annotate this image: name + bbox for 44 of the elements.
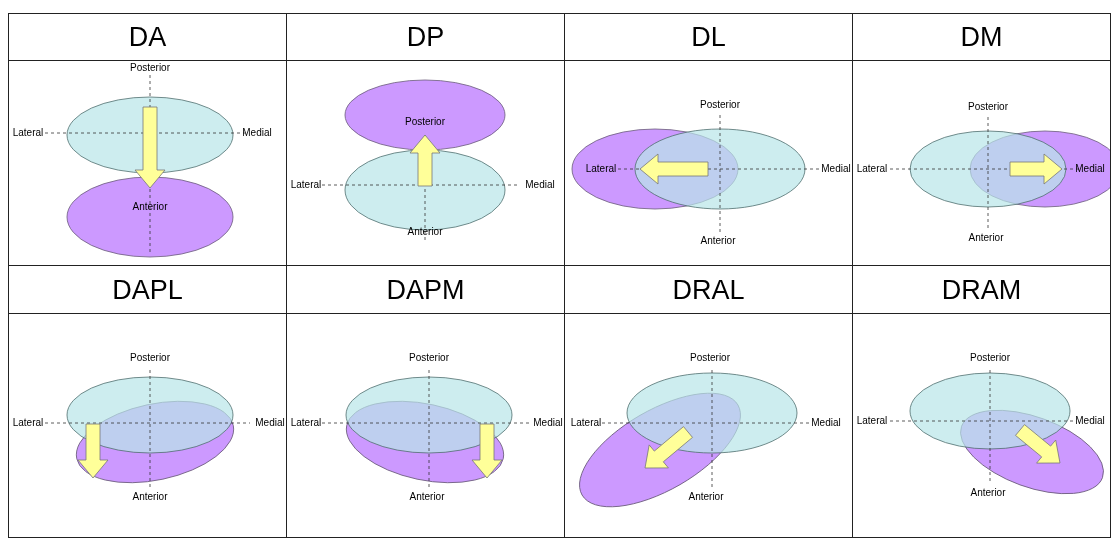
axis-label: Posterior: [409, 352, 449, 364]
panel-title: DA: [128, 22, 167, 52]
axis-label: Anterior: [132, 201, 168, 213]
panel-title: DM: [960, 22, 1003, 52]
axis-label: Lateral: [290, 179, 322, 191]
axis-label: Medial: [1075, 415, 1105, 427]
table-panel: [8, 265, 287, 538]
axis-label: Posterior: [130, 352, 170, 364]
axis-label: Lateral: [12, 417, 44, 429]
axis-label: Lateral: [856, 415, 888, 427]
axis-label: Anterior: [407, 226, 443, 238]
axis-label: Posterior: [405, 116, 445, 128]
axis-label: Posterior: [968, 101, 1008, 113]
axis-label: Posterior: [970, 352, 1010, 364]
axis-label: Medial: [255, 417, 285, 429]
panel-title: DRAM: [941, 274, 1022, 305]
axis-label: Anterior: [968, 232, 1004, 244]
axis-label: Anterior: [970, 487, 1006, 499]
panel-title: DL: [691, 22, 726, 52]
axis-label: Posterior: [690, 352, 730, 364]
table-panel: [852, 265, 1111, 538]
panel-title: DRAL: [672, 274, 745, 305]
axis-label: Medial: [1075, 163, 1105, 175]
axis-label: Medial: [811, 417, 841, 429]
axis-label: Lateral: [12, 127, 44, 139]
axis-label: Anterior: [409, 491, 445, 503]
axis-label: Posterior: [700, 99, 740, 111]
axis-label: Posterior: [130, 62, 170, 74]
axis-label: Lateral: [290, 417, 322, 429]
axis-label: Anterior: [132, 491, 168, 503]
axis-label: Lateral: [570, 417, 602, 429]
panel-title: DAPM: [386, 274, 465, 305]
axis-label: Medial: [821, 163, 851, 175]
axis-label: Lateral: [585, 163, 617, 175]
axis-label: Medial: [533, 417, 563, 429]
axis-label: Anterior: [700, 235, 736, 247]
table-panel: [8, 13, 287, 266]
panel-title: DP: [406, 22, 445, 52]
axis-label: Lateral: [856, 163, 888, 175]
table-panel: [852, 13, 1111, 266]
axis-label: Anterior: [688, 491, 724, 503]
axis-label: Medial: [525, 179, 555, 191]
axis-label: Medial: [242, 127, 272, 139]
panel-title: DAPL: [112, 274, 183, 305]
